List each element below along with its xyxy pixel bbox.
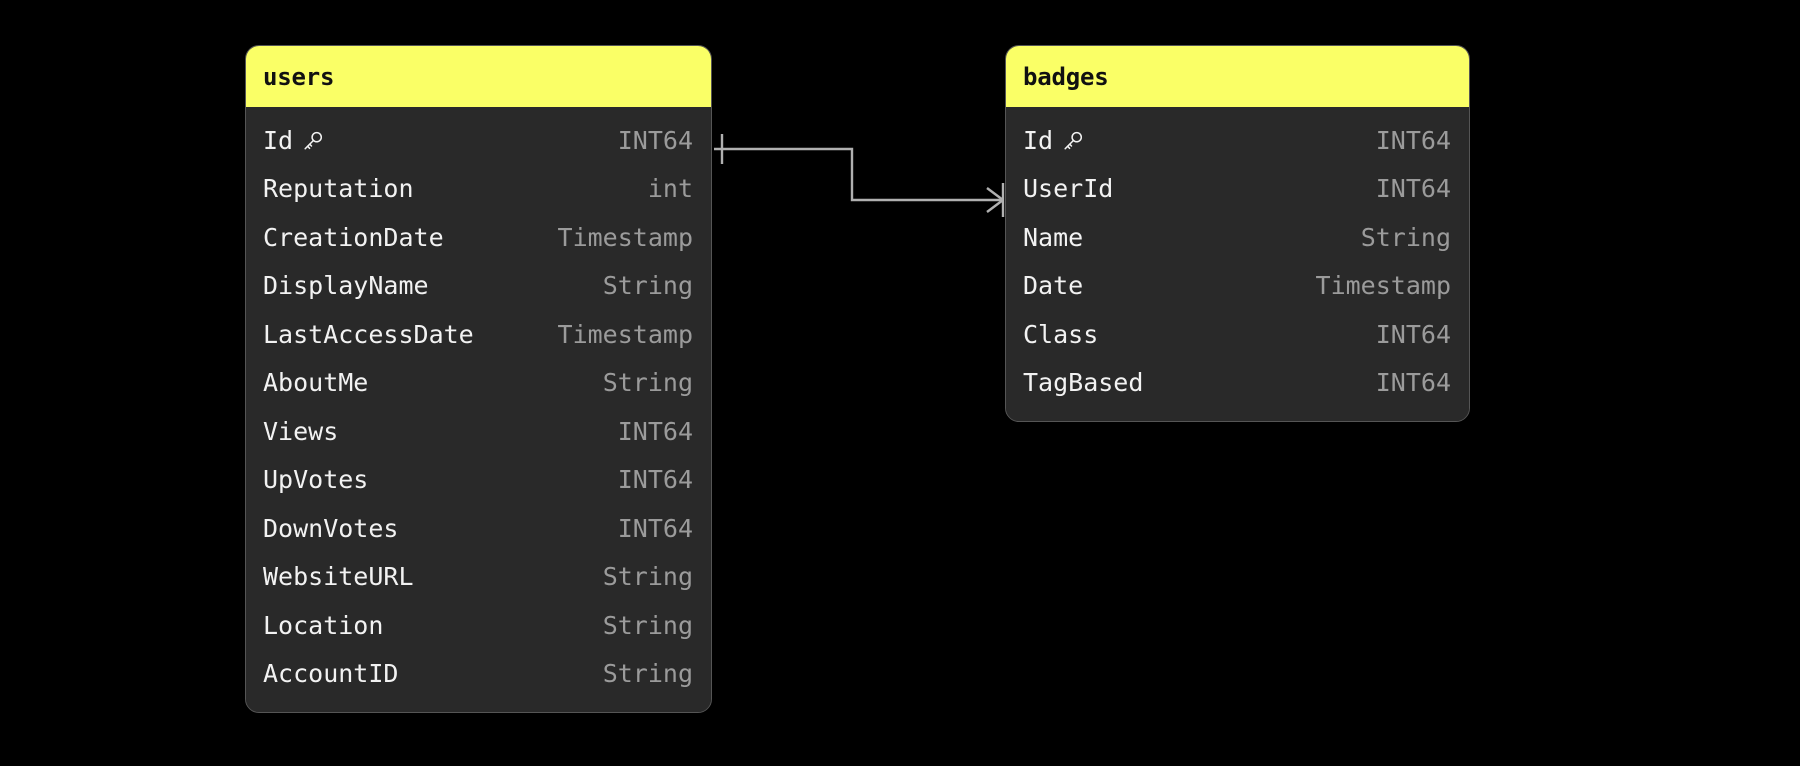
field-type: String — [602, 659, 693, 689]
field-type: String — [602, 271, 693, 301]
field-row[interactable]: Id INT64 — [1006, 116, 1469, 165]
field-name: Date — [1023, 271, 1084, 301]
field-type: String — [1360, 222, 1451, 252]
field-type: int — [647, 174, 693, 204]
field-row[interactable]: TagBased INT64 — [1006, 359, 1469, 408]
field-name-wrapper: Class — [1023, 322, 1098, 347]
field-name-wrapper: Id — [1023, 128, 1084, 153]
field-row[interactable]: UserId INT64 — [1006, 165, 1469, 214]
entity-title-badges: badges — [1006, 46, 1469, 107]
field-name: LastAccessDate — [263, 319, 474, 349]
field-name-wrapper: AboutMe — [263, 370, 368, 395]
field-name: Name — [1023, 222, 1084, 252]
field-row[interactable]: Id INT64 — [246, 116, 711, 165]
field-name: Class — [1023, 319, 1099, 349]
field-row[interactable]: Name String — [1006, 213, 1469, 262]
field-row[interactable]: Reputation int — [246, 165, 711, 214]
field-type: INT64 — [617, 465, 693, 495]
field-name: TagBased — [1023, 368, 1144, 398]
field-name: DownVotes — [263, 513, 399, 543]
field-name-wrapper: DisplayName — [263, 273, 429, 298]
field-type: Timestamp — [557, 222, 693, 252]
field-type: String — [602, 368, 693, 398]
field-name-wrapper: UserId — [1023, 176, 1113, 201]
cardinality-many-marker — [986, 187, 1004, 213]
field-name: AboutMe — [263, 368, 369, 398]
field-row[interactable]: WebsiteURL String — [246, 553, 711, 602]
field-name: Views — [263, 416, 339, 446]
field-name: UpVotes — [263, 465, 369, 495]
field-type: String — [602, 610, 693, 640]
field-type: INT64 — [1375, 319, 1451, 349]
field-name-wrapper: Views — [263, 419, 338, 444]
field-type: String — [602, 562, 693, 592]
field-type: INT64 — [617, 513, 693, 543]
field-name-wrapper: LastAccessDate — [263, 322, 474, 347]
entity-title-users: users — [246, 46, 711, 107]
field-row[interactable]: Date Timestamp — [1006, 262, 1469, 311]
field-name: DisplayName — [263, 271, 429, 301]
field-name-wrapper: Reputation — [263, 176, 414, 201]
field-name-wrapper: DownVotes — [263, 516, 398, 541]
field-name: AccountID — [263, 659, 399, 689]
field-row[interactable]: LastAccessDate Timestamp — [246, 310, 711, 359]
field-row[interactable]: UpVotes INT64 — [246, 456, 711, 505]
field-row[interactable]: Location String — [246, 601, 711, 650]
field-row[interactable]: AboutMe String — [246, 359, 711, 408]
field-type: INT64 — [617, 416, 693, 446]
field-type: Timestamp — [1315, 271, 1451, 301]
field-type: INT64 — [1375, 368, 1451, 398]
field-type: INT64 — [617, 125, 693, 155]
field-type: INT64 — [1375, 125, 1451, 155]
connector-path — [714, 147, 1003, 202]
field-name: Id — [263, 125, 294, 155]
key-icon — [302, 130, 324, 152]
field-name-wrapper: CreationDate — [263, 225, 444, 250]
field-name: WebsiteURL — [263, 562, 414, 592]
field-name-wrapper: Id — [263, 128, 324, 153]
field-type: INT64 — [1375, 174, 1451, 204]
field-name: CreationDate — [263, 222, 444, 252]
field-name-wrapper: UpVotes — [263, 467, 368, 492]
key-icon — [1062, 130, 1084, 152]
field-row[interactable]: CreationDate Timestamp — [246, 213, 711, 262]
field-name-wrapper: WebsiteURL — [263, 564, 414, 589]
field-name-wrapper: TagBased — [1023, 370, 1143, 395]
field-row[interactable]: Class INT64 — [1006, 310, 1469, 359]
field-row[interactable]: DownVotes INT64 — [246, 504, 711, 553]
field-name-wrapper: Name — [1023, 225, 1083, 250]
field-name: Id — [1023, 125, 1054, 155]
field-name-wrapper: Location — [263, 613, 383, 638]
field-row[interactable]: AccountID String — [246, 650, 711, 699]
field-name: Location — [263, 610, 384, 640]
field-name-wrapper: Date — [1023, 273, 1083, 298]
field-name: UserId — [1023, 174, 1114, 204]
field-row[interactable]: DisplayName String — [246, 262, 711, 311]
field-name-wrapper: AccountID — [263, 661, 398, 686]
field-name: Reputation — [263, 174, 414, 204]
field-type: Timestamp — [557, 319, 693, 349]
field-row[interactable]: Views INT64 — [246, 407, 711, 456]
